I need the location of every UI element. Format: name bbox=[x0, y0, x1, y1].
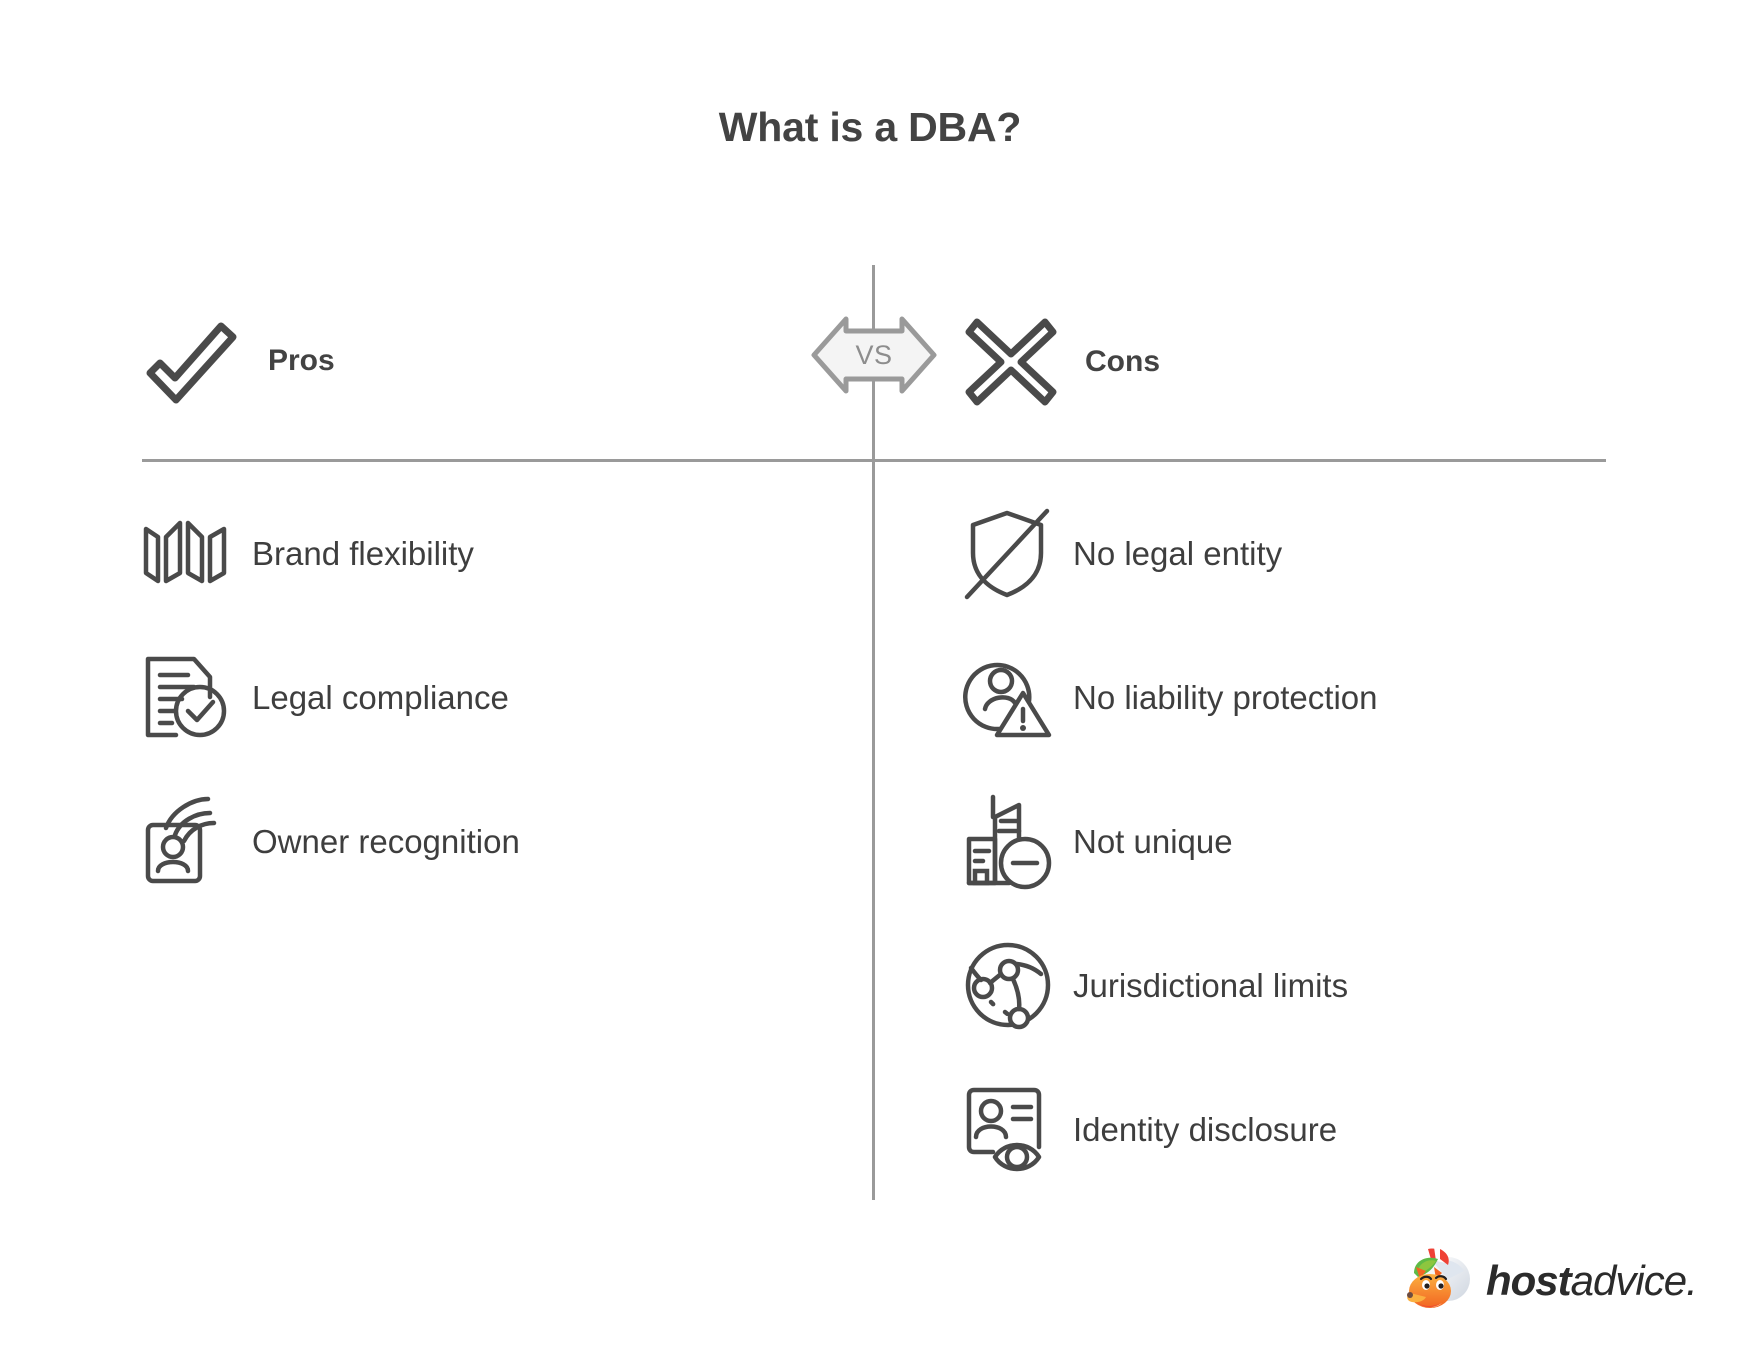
list-item: Owner recognition bbox=[142, 796, 520, 884]
vs-label: VS bbox=[855, 339, 893, 370]
list-item-label: No legal entity bbox=[1073, 534, 1283, 572]
logo-word-advice: advice. bbox=[1570, 1257, 1698, 1304]
logo-wordmark: hostadvice. bbox=[1486, 1257, 1698, 1304]
list-item-label: Jurisdictional limits bbox=[1073, 966, 1349, 1004]
logo-word-host: host bbox=[1486, 1257, 1572, 1304]
shield-slash-icon bbox=[963, 508, 1059, 600]
cross-icon bbox=[963, 316, 1059, 408]
vertical-divider bbox=[872, 265, 875, 1200]
list-item: Brand flexibility bbox=[142, 510, 520, 596]
pros-header: Pros bbox=[142, 316, 335, 406]
list-item-label: No liability protection bbox=[1073, 678, 1378, 716]
id-card-eye-icon bbox=[963, 1086, 1059, 1172]
list-item-label: Owner recognition bbox=[252, 822, 520, 860]
list-item-label: Legal compliance bbox=[252, 678, 509, 716]
page-title: What is a DBA? bbox=[718, 104, 1022, 150]
cons-list: No legal entity No liability protection bbox=[963, 508, 1377, 1230]
hostadvice-logo[interactable]: hostadvice. bbox=[1404, 1243, 1698, 1319]
list-item: Jurisdictional limits bbox=[963, 942, 1377, 1030]
brand-ribbon-icon bbox=[142, 510, 238, 596]
vs-badge: VS bbox=[810, 305, 938, 405]
list-item: No legal entity bbox=[963, 508, 1377, 600]
building-minus-icon bbox=[963, 794, 1059, 890]
cons-header-label: Cons bbox=[1085, 345, 1160, 378]
person-warning-icon bbox=[963, 654, 1059, 740]
document-check-icon bbox=[142, 654, 238, 740]
list-item: Legal compliance bbox=[142, 654, 520, 740]
list-item: No liability protection bbox=[963, 654, 1377, 740]
list-item: Identity disclosure bbox=[963, 1086, 1377, 1172]
list-item-label: Brand flexibility bbox=[252, 534, 474, 572]
checkmark-icon bbox=[142, 316, 242, 406]
pros-header-label: Pros bbox=[268, 344, 335, 377]
pros-list: Brand flexibility Legal compliance bbox=[142, 510, 520, 942]
list-item: Not unique bbox=[963, 794, 1377, 890]
fox-mascot-icon bbox=[1404, 1245, 1476, 1317]
list-item-label: Not unique bbox=[1073, 822, 1233, 860]
list-item-label: Identity disclosure bbox=[1073, 1110, 1338, 1148]
globe-network-icon bbox=[963, 942, 1059, 1030]
cons-header: Cons bbox=[963, 316, 1160, 408]
column-headers: Pros Cons bbox=[0, 316, 1740, 426]
hand-id-card-icon bbox=[142, 796, 238, 884]
